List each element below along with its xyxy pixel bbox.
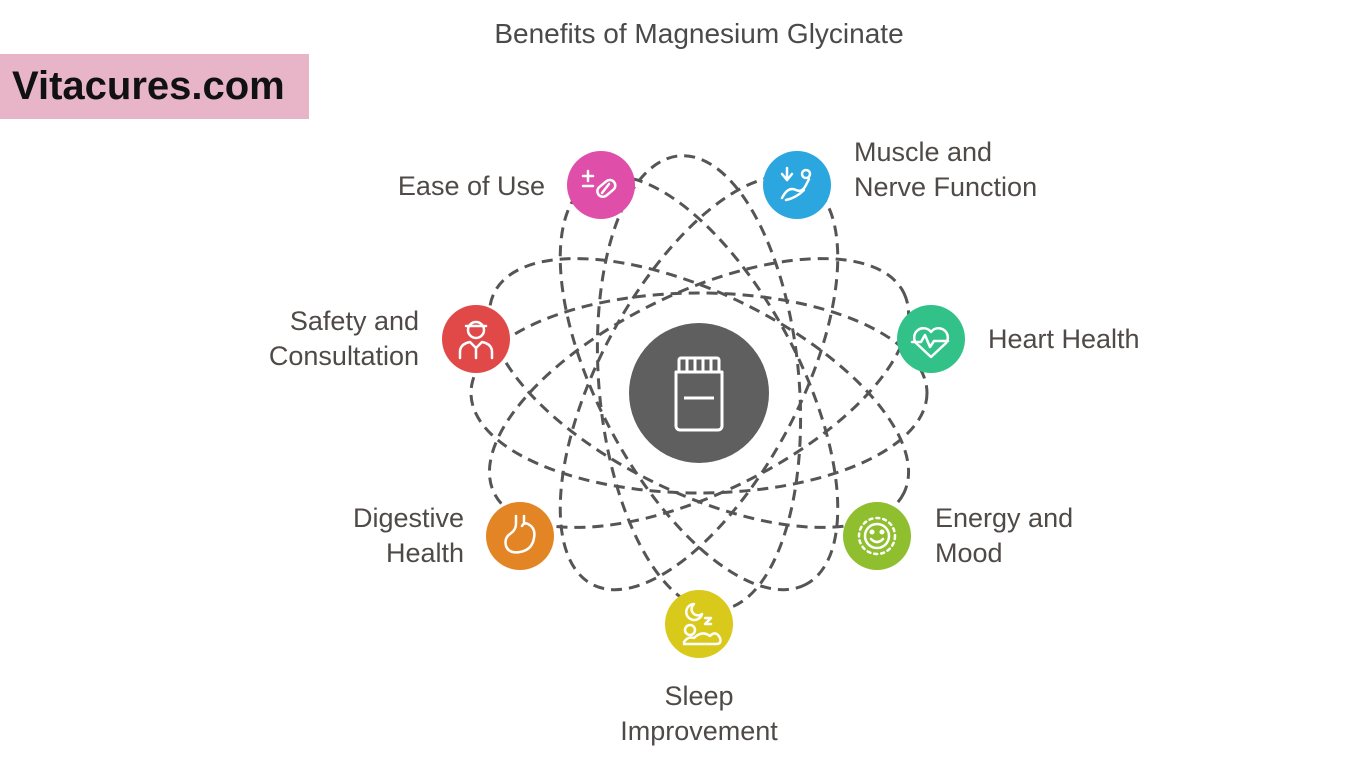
benefit-label-digestive: Digestive Health — [352, 503, 464, 568]
center-circle — [629, 323, 769, 463]
benefit-node-energy-mood — [843, 502, 911, 570]
center-node — [629, 323, 769, 463]
benefit-label-heart-health: Heart Health — [988, 324, 1140, 354]
orbit-ellipse — [469, 291, 929, 495]
benefit-label-safety: Safety and Consultation — [268, 306, 419, 371]
moon-sleep-icon — [682, 602, 722, 646]
orbit-ellipse — [487, 257, 911, 529]
heart-pulse-icon — [910, 327, 950, 359]
benefit-label-ease-of-use: Ease of Use — [397, 171, 545, 201]
pill-plus-minus-icon — [581, 169, 617, 199]
benefit-node-safety — [442, 305, 510, 373]
benefit-node-muscle-nerve — [763, 151, 831, 219]
flexing-arm-icon — [780, 166, 812, 202]
doctor-icon — [458, 320, 494, 360]
stomach-icon — [504, 514, 536, 554]
supplement-bottle-icon — [674, 356, 724, 432]
benefit-node-sleep — [665, 590, 733, 658]
benefit-node-ease-of-use — [567, 151, 635, 219]
benefit-label-energy-mood: Energy and Mood — [935, 503, 1074, 568]
benefit-node-digestive — [486, 502, 554, 570]
orbit-ellipse — [558, 174, 840, 592]
smiley-sun-icon — [857, 516, 897, 556]
benefit-label-sleep: Sleep Improvement — [620, 681, 778, 746]
diagram-title: Benefits of Magnesium Glycinate — [494, 18, 904, 49]
orbit-ellipse — [487, 257, 911, 529]
brand-badge: Vitacures.com — [0, 54, 309, 119]
benefit-label-muscle-nerve: Muscle and Nerve Function — [854, 137, 1038, 202]
benefit-node-heart-health — [897, 305, 965, 373]
